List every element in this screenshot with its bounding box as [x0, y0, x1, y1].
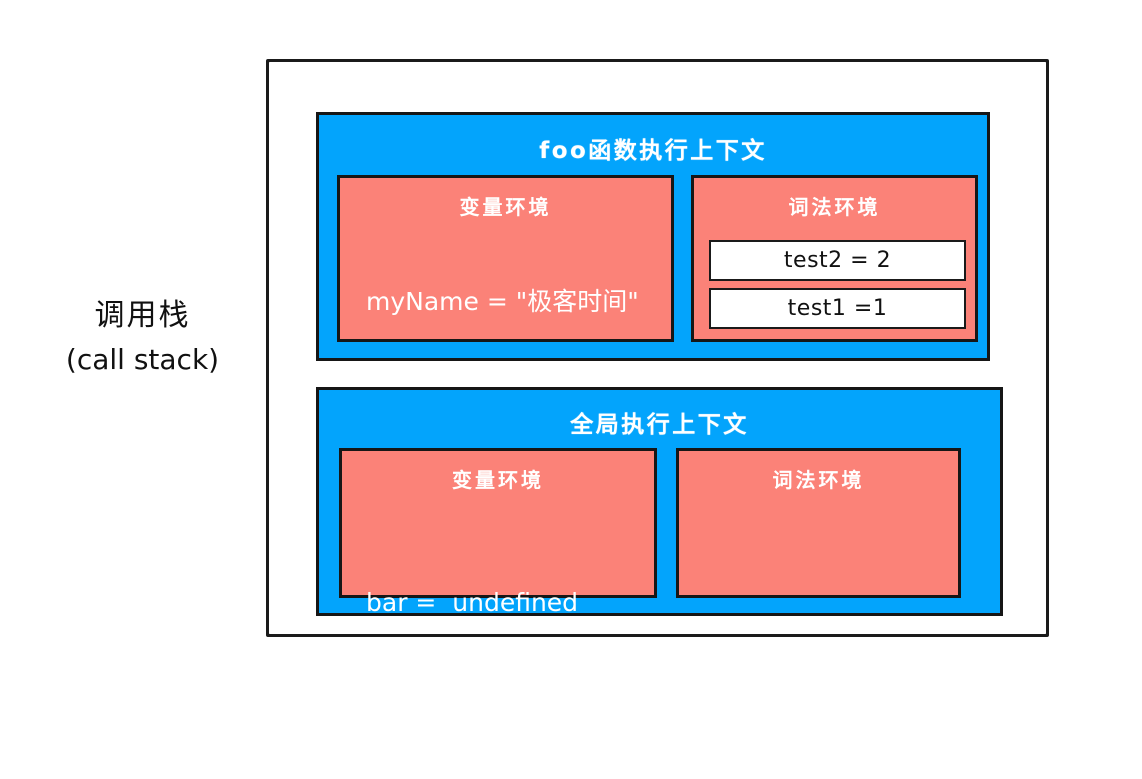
lexical-slot-test1: test1 =1: [709, 288, 966, 329]
foo-variable-environment: 变量环境 myName = "极客时间" innerBar = function…: [337, 175, 687, 508]
global-variable-environment-title: 变量环境: [452, 468, 544, 492]
call-stack-label-chinese: 调用栈: [94, 298, 191, 333]
global-variable-environment-lines: bar = undefined outer = NULL: [366, 523, 654, 779]
global-lexical-environment: 词法环境: [676, 448, 961, 598]
foo-lexical-environment: 词法环境 test2 = 2 test1 =1: [691, 175, 978, 342]
global-variable-environment: 变量环境 bar = undefined outer = NULL: [339, 448, 657, 713]
call-stack-label-english: (call stack): [65, 342, 220, 376]
execution-context-foo: foo函数执行上下文 变量环境 myName = "极客时间" innerBar…: [316, 112, 990, 508]
foo-var-line: myName = "极客时间": [366, 287, 639, 316]
global-var-line: outer = NULL: [366, 684, 535, 713]
global-lexical-environment-title: 词法环境: [772, 468, 865, 492]
execution-context-global-title: 全局执行上下文: [570, 412, 749, 438]
lexical-slot-test2: test2 = 2: [709, 240, 966, 281]
execution-context-global: 全局执行上下文 变量环境 bar = undefined outer = NUL…: [316, 387, 1003, 713]
foo-variable-environment-title: 变量环境: [459, 195, 552, 219]
call-stack-label: 调用栈 (call stack): [30, 295, 255, 379]
call-stack-frame: foo函数执行上下文 变量环境 myName = "极客时间" innerBar…: [266, 59, 1049, 713]
global-var-line: bar = undefined: [366, 588, 579, 617]
execution-context-foo-title: foo函数执行上下文: [539, 138, 767, 164]
foo-lexical-environment-title: 词法环境: [788, 195, 881, 219]
